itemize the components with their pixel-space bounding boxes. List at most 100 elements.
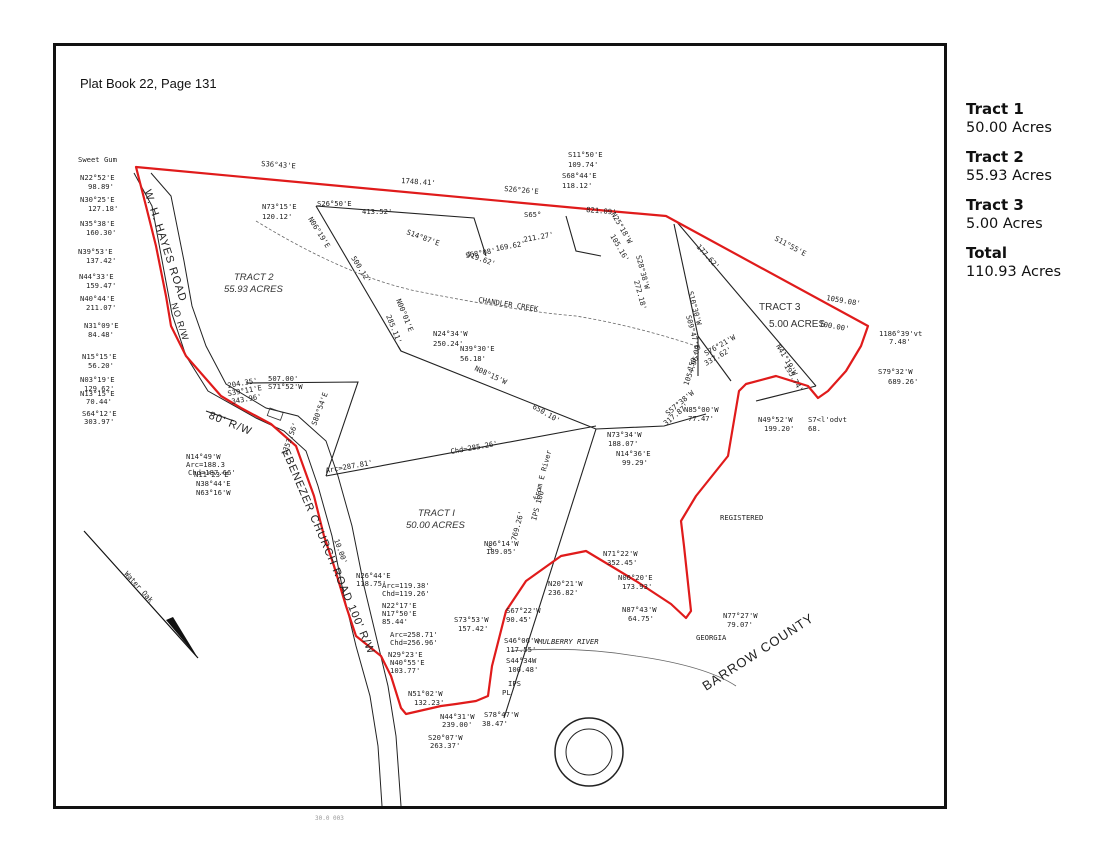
course-label: 100.00' [819, 319, 850, 333]
course-label: 413.52' [362, 207, 392, 216]
plat-map-frame: Plat Book 22, Page 131 Water Oak [53, 43, 947, 809]
course-label: PL [502, 688, 511, 697]
course-label: S26°26'E [504, 184, 539, 196]
course-label: 189.05' [486, 547, 516, 556]
course-label: 64.75' [628, 614, 654, 623]
course-label: 689.26' [888, 377, 918, 386]
course-label: 84.48' [88, 330, 114, 339]
course-label: N26°44'E [356, 571, 391, 580]
course-label: Arc=188.3 [186, 460, 225, 469]
road-edges [133, 172, 402, 806]
course-label: 118.12' [562, 181, 592, 190]
course-label: N14°49'W [186, 452, 221, 461]
course-label: S7<l'odvt [808, 415, 847, 424]
legend-name: Tract 3 [966, 196, 1024, 214]
course-label: Chd=187.66' [188, 468, 236, 477]
course-label: N15°15'E [82, 352, 117, 361]
course-label: N87°43'W [622, 605, 657, 614]
course-label: 507.00' [268, 374, 298, 383]
course-label: 263.37' [430, 741, 460, 750]
mulberry-river [510, 648, 737, 687]
road-label-no-rw: NO R/W [169, 302, 191, 343]
course-label: N39°30'E [460, 344, 495, 353]
course-label: S68°44'E [562, 171, 597, 180]
course-label: N06°19'E [306, 215, 332, 249]
property-boundary [134, 165, 870, 716]
course-label: N44°33'E [79, 272, 114, 281]
course-label: N73°15'E [262, 202, 297, 211]
course-label: N49°52'W [758, 415, 793, 424]
course-label: N40°55'E [390, 658, 425, 667]
chandler-creek-label: CHANDLER CREEK [478, 295, 540, 313]
barrow-county-label: BARROW COUNTY [699, 610, 816, 693]
tract-1-acres: 50.00 ACRES [406, 520, 465, 531]
course-label: N85°00'W [684, 405, 719, 414]
course-label: 1353.56' [279, 421, 299, 457]
course-label: N40°44'E [80, 294, 115, 303]
course-label: N20°21'W [548, 579, 583, 588]
course-label: 103.77' [390, 666, 420, 675]
tract-2-label: TRACT 2 [234, 272, 274, 283]
course-label: 650.10' [531, 402, 562, 425]
course-label: 1748.41' [401, 176, 436, 187]
legend-name: Tract 1 [966, 100, 1024, 118]
course-label: 118.75' [356, 579, 386, 588]
course-label: GEORGIA [696, 633, 727, 642]
course-label: S73°53'W [454, 615, 489, 624]
course-label: 150.00' [685, 340, 704, 372]
course-label: N73°34'W [607, 430, 642, 439]
course-label: 79.07' [727, 620, 753, 629]
tract-3-acres: 5.00 ACRES [769, 319, 825, 330]
course-label: 98.89' [88, 182, 114, 191]
tract-3-label: TRACT 3 [759, 302, 801, 313]
course-label: S64°12'E [82, 409, 117, 418]
course-label: 100.48' [508, 665, 538, 674]
course-label: S46°06'W [504, 636, 539, 645]
course-label: Arc=287.81' [325, 458, 373, 475]
course-label: 211.27' [523, 230, 554, 244]
course-label: 132.23' [414, 698, 444, 707]
course-label: N51°02'W [408, 689, 443, 698]
magnetic-north-label: Water Oak [123, 569, 156, 604]
course-label: 85.44' [382, 617, 408, 626]
course-labels: S36°43'E1748.41'S26°26'E821.09'S11°55'E1… [78, 150, 922, 750]
course-label: 38.47' [482, 719, 508, 728]
course-label: 239.00' [442, 720, 472, 729]
course-label: S71°52'W [268, 382, 303, 391]
legend-item-total: Total 110.93 Acres [966, 244, 1096, 282]
course-label: N22°52'E [80, 173, 115, 182]
magnetic-north-arrow: Water Oak [83, 530, 199, 659]
course-label: Chd=119.26' [382, 589, 430, 598]
course-label: 303.97' [84, 417, 114, 426]
course-label: N29°23'E [388, 650, 423, 659]
road-label-ebenezer: EBENEZER CHURCH ROAD 100' R/W [279, 447, 377, 656]
course-label: 70.44' [86, 397, 112, 406]
course-label: S36°43'E [261, 159, 296, 170]
course-label: 56.18' [460, 354, 486, 363]
course-label: N24°34'W [433, 329, 468, 338]
course-label: 1186°39'vt [879, 329, 922, 338]
legend-name: Total [966, 244, 1007, 262]
course-label: 129.62' [84, 384, 114, 393]
course-label: 160.30' [86, 228, 116, 237]
course-label: N22°17'E [382, 601, 417, 610]
course-label: 77.47' [688, 414, 714, 423]
course-label: N71°22'W [603, 549, 638, 558]
course-label: N38°44'E [196, 479, 231, 488]
course-label: 177.62' [695, 242, 722, 271]
legend-value: 5.00 Acres [966, 216, 1043, 232]
interior-tract-lines [245, 205, 817, 719]
course-label: 211.07' [86, 303, 116, 312]
course-label: S [488, 543, 492, 552]
course-label: 56.20' [88, 361, 114, 370]
course-label: 250.24' [433, 339, 463, 348]
course-label: N35°38'E [80, 219, 115, 228]
legend-item-tract-1: Tract 1 50.00 Acres [966, 100, 1096, 138]
course-label: 157.42' [458, 624, 488, 633]
tract-1-label: TRACT I [418, 508, 455, 519]
legend-name: Tract 2 [966, 148, 1024, 166]
course-label: 7.48' [889, 337, 911, 346]
trailer-icon [266, 407, 284, 421]
course-label: 99.29' [622, 458, 648, 467]
course-label: S65° [524, 210, 541, 219]
